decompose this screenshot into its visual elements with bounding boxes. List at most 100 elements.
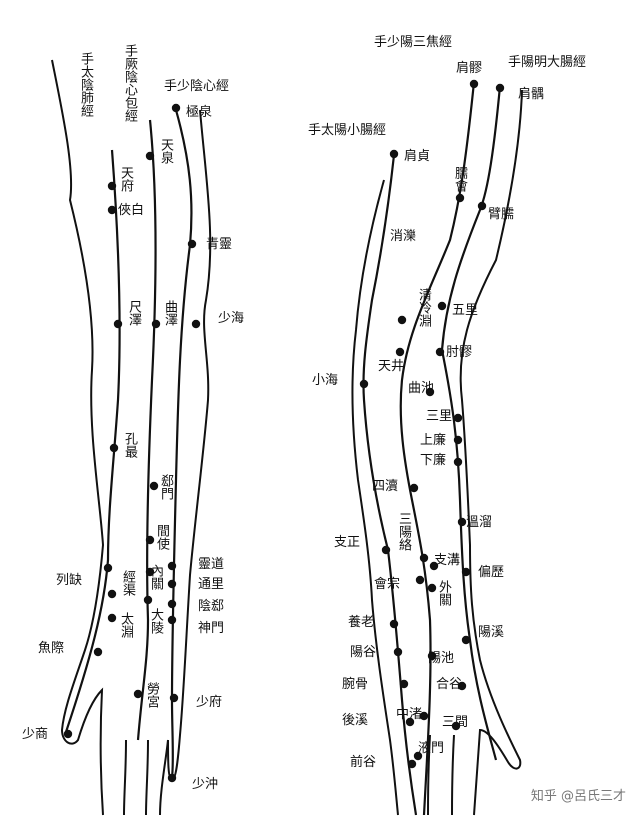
watermark: 知乎 @呂氏三才 (531, 785, 626, 804)
acupoint-dot (400, 680, 408, 688)
acupoint-dot (108, 614, 116, 622)
point-shaohai-label: 少海 (218, 312, 244, 326)
acupoint-dot (144, 596, 152, 604)
acupoint-dot (94, 648, 102, 656)
acupoint-dot (168, 774, 176, 782)
acupoint-dot (146, 152, 154, 160)
point-yuji-label: 魚際 (38, 642, 64, 656)
left-arm-inner-contour (168, 110, 210, 780)
point-huizong-label: 會宗 (374, 578, 400, 592)
point-xiabai-label: 俠白 (118, 204, 144, 218)
point-shaoshang-label: 少商 (22, 728, 48, 742)
point-zhigou-label: 支溝 (434, 554, 460, 568)
point-shanglian-label: 上廉 (420, 434, 446, 448)
acupoint-dot (470, 80, 478, 88)
acupoint-dot (146, 536, 154, 544)
point-daling-label: 大陵 (148, 608, 163, 634)
pericardium-meridian-label: 手厥陰心包經 (122, 44, 137, 122)
acupoint-dot (496, 84, 504, 92)
point-shaochong-label: 少沖 (192, 778, 218, 792)
acupoint-dot (188, 240, 196, 248)
large-intestine-meridian-label: 手陽明大腸經 (508, 56, 586, 70)
acupoint-dot (64, 730, 72, 738)
right-finger-1 (452, 735, 454, 815)
point-neiguan-label: 內關 (148, 564, 163, 590)
point-xiaoluo-label: 消濼 (390, 230, 416, 244)
point-yanglao-label: 養老 (348, 616, 374, 630)
acupoint-dot (108, 182, 116, 190)
acupoint-dot (462, 636, 470, 644)
acupoint-dot (168, 616, 176, 624)
acupoint-dot (410, 484, 418, 492)
point-yangxi-label: 陽溪 (478, 626, 504, 640)
point-jianyu-label: 肩髃 (518, 88, 544, 102)
acupoint-dot (172, 104, 180, 112)
acupoint-dot (382, 546, 390, 554)
point-zhouliao-label: 肘髎 (446, 346, 472, 360)
point-laogong-label: 勞宮 (144, 682, 159, 708)
point-tianquan-label: 天泉 (158, 138, 173, 164)
point-kongzui-label: 孔最 (122, 432, 137, 458)
acupoint-dot (104, 564, 112, 572)
left-finger-2 (146, 740, 148, 815)
point-waiguan-label: 外關 (436, 580, 451, 606)
acupoint-dot (360, 380, 368, 388)
point-jianzhen-label: 肩貞 (404, 150, 430, 164)
point-yinxi-label: 陰郄 (198, 600, 224, 614)
point-taiyuan-label: 太淵 (118, 612, 133, 638)
point-lingdao-label: 靈道 (198, 558, 224, 572)
point-yangchi-label: 陽池 (428, 652, 454, 666)
point-yemen-label: 液門 (418, 742, 444, 756)
acupoint-dot (192, 320, 200, 328)
acupoint-dot (478, 202, 486, 210)
heart-meridian-label: 手少陰心經 (164, 80, 229, 94)
acupoint-dot (458, 518, 466, 526)
acupoint-dot (150, 482, 158, 490)
acupoint-dot (108, 590, 116, 598)
point-jingqu-label: 經渠 (120, 570, 135, 596)
left-finger-3 (124, 740, 126, 815)
acupoint-dot (390, 620, 398, 628)
acupoint-dot (396, 348, 404, 356)
acupoint-dot (436, 348, 444, 356)
acupoint-dot (454, 436, 462, 444)
acupoint-dot (170, 694, 178, 702)
acupoint-dot (428, 584, 436, 592)
acupoint-dot (454, 458, 462, 466)
acupoint-dot (408, 760, 416, 768)
point-qiangu-label: 前谷 (350, 756, 376, 770)
acupoint-dot (416, 576, 424, 584)
acupoint-dot (390, 150, 398, 158)
point-sanjian-label: 三間 (442, 716, 468, 730)
point-naohui-label: 臑會 (452, 166, 467, 192)
point-wuli-label: 五里 (452, 304, 478, 318)
point-sidu-label: 四瀆 (372, 480, 398, 494)
point-wenliu-label: 溫溜 (466, 516, 492, 530)
left-finger-1 (160, 740, 168, 815)
acupoint-dot (420, 554, 428, 562)
small-intestine-meridian-label: 手太陽小腸經 (308, 124, 386, 138)
point-jianliao-label: 肩髎 (456, 62, 482, 76)
point-hegu-label: 合谷 (436, 678, 462, 692)
sanjiao-meridian-label: 手少陽三焦經 (374, 36, 452, 50)
point-binao-label: 臂臑 (488, 208, 514, 222)
point-qinglengyuan-label: 清冷淵 (416, 288, 431, 327)
acupoint-dot (114, 320, 122, 328)
left-arm-outer-contour (52, 60, 103, 815)
point-zhizheng-label: 支正 (334, 536, 360, 550)
heart-meridian-line (172, 110, 191, 778)
point-qingling-label: 青靈 (206, 238, 232, 252)
acupoint-dot (454, 414, 462, 422)
acupoint-dot (134, 690, 142, 698)
point-jianshi-label: 間使 (154, 524, 169, 550)
acupoint-dot (168, 562, 176, 570)
acupoint-dot (398, 316, 406, 324)
point-houxi-label: 後溪 (342, 714, 368, 728)
point-tianjing-label: 天井 (378, 360, 404, 374)
acupoint-dot (168, 580, 176, 588)
point-pianli-label: 偏歷 (478, 566, 504, 580)
lung-meridian-label: 手太陰肺經 (78, 52, 93, 117)
acupoint-dot (456, 194, 464, 202)
acupoint-dot (438, 302, 446, 310)
